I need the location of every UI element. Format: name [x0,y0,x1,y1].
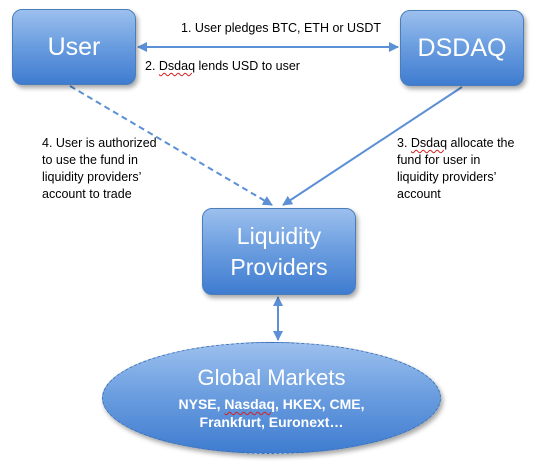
edge-label-dsdaq-allocate-line-4: account [397,187,441,201]
edge-label-dsdaq-allocate-line-1: 3. Dsdaq allocate the [397,136,515,150]
spellcheck-marked-word: Dsdaq [410,136,448,150]
edge-label-dsdaq-lends: 2. Dsdaq lends USD to user [145,58,300,75]
edge-label-dsdaq-allocate-line-2: fund for user in [397,153,481,167]
node-liquidity-providers-label-line-1: Liquidity [236,222,322,249]
node-liquidity-providers: Liquidity Providers [202,208,356,295]
edge-dsdaq-lp-arrow [282,86,463,206]
edge-label-user-authorized-line-3: liquidity providers’ [42,170,142,184]
edge-user-lp-arrow [69,85,273,206]
node-user: User [12,9,136,85]
edge-label-user-pledges-text: 1. User pledges BTC, ETH or USDT [181,21,382,35]
edge-label-dsdaq-lends-text: 2. Dsdaq lends USD to user [145,59,300,73]
node-global-markets-list-line-2: Frankfurt, Euronext… [199,414,344,430]
node-user-label: User [47,32,101,61]
node-global-markets-title: Global Markets [197,365,346,390]
node-global-markets: Global Markets NYSE, Nasdaq, HKEX, CME, … [102,342,441,454]
edge-label-user-authorized-line-1: 4. User is authorized [42,136,157,150]
edge-label-dsdaq-allocate: 3. Dsdaq allocate the fund for user in l… [397,135,514,203]
spellcheck-marked-word: Nasdaq [224,396,275,412]
node-liquidity-providers-label-line-2: Providers [230,253,328,280]
edge-label-user-authorized: 4. User is authorized to use the fund in… [42,135,157,203]
edge-label-user-pledges: 1. User pledges BTC, ETH or USDT [181,20,381,37]
edge-label-user-authorized-line-4: account to trade [42,187,132,201]
spellcheck-marked-word: Dsdaq [158,59,196,73]
node-global-markets-list-line-1: NYSE, Nasdaq, HKEX, CME, [178,396,365,412]
edge-label-user-authorized-line-2: to use the fund in [42,153,138,167]
node-dsdaq-label: DSDAQ [417,33,507,62]
node-dsdaq: DSDAQ [400,10,524,86]
edge-label-dsdaq-allocate-line-3: liquidity providers’ [397,170,497,184]
